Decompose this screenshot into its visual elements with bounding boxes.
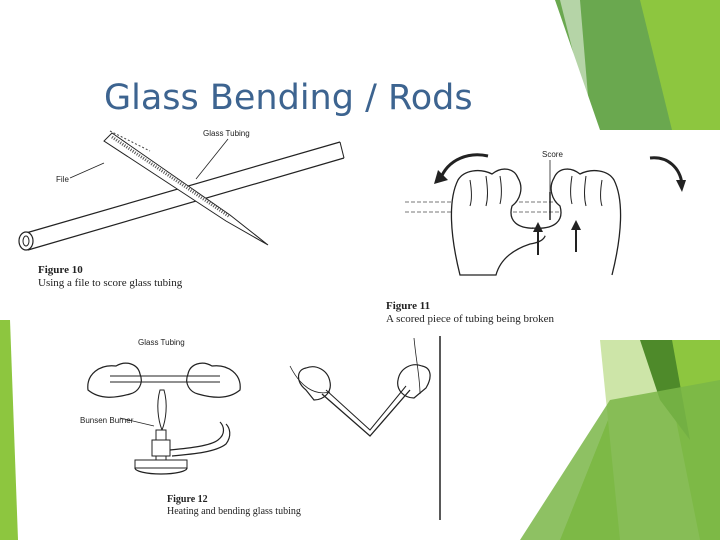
figure-11-number: Figure 11 — [386, 300, 431, 312]
figure-10-number: Figure 10 — [38, 264, 83, 276]
deco-bottom-right-mid — [520, 380, 720, 540]
deco-top-right-sliver — [560, 0, 590, 120]
deco-left-edge — [0, 320, 18, 540]
figure-12-label-bunsen-burner: Bunsen Burner — [80, 416, 134, 425]
figure-10-text: Using a file to score glass tubing — [38, 277, 183, 289]
figure-12-text: Heating and bending glass tubing — [167, 506, 301, 517]
figure-10-caption: Figure 10 Using a file to score glass tu… — [38, 264, 182, 290]
figure-12-label-glass-tubing: Glass Tubing — [138, 338, 185, 347]
figure-10: Glass Tubing File Figure 10 Using a file… — [0, 125, 380, 295]
figure-10-drawing — [18, 130, 345, 251]
slide-title: Glass Bending / Rods — [104, 78, 473, 118]
figure-12-number: Figure 12 — [167, 494, 208, 505]
figure-12: Glass Tubing Bunsen Burner Figure 12 Hea… — [60, 330, 460, 525]
figure-11-drawing — [405, 153, 686, 276]
figure-10-label-glass-tubing: Glass Tubing — [203, 129, 250, 138]
figure-11-caption: Figure 11 A scored piece of tubing being… — [386, 300, 554, 326]
deco-top-right-dark — [555, 0, 672, 130]
figure-11-label-score: Score — [542, 150, 563, 159]
figure-11-text: A scored piece of tubing being broken — [386, 313, 555, 325]
figure-11: Score Figure 11 A scored piece of tubing… — [386, 140, 700, 335]
figure-12-drawing — [87, 336, 441, 520]
figure-10-label-file: File — [56, 175, 69, 184]
figure-12-caption: Figure 12 Heating and bending glass tubi… — [167, 494, 301, 518]
